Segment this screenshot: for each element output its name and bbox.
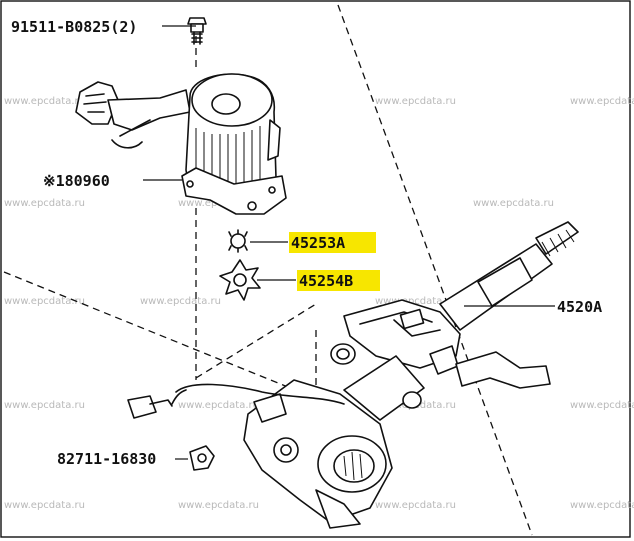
watermark: www.epcdata.ru (178, 500, 259, 511)
clamp-part (189, 445, 215, 471)
watermark: www.epcdata.ru (570, 500, 634, 511)
watermark: www.epcdata.ru (375, 296, 456, 307)
leader-lines (143, 25, 555, 460)
small-gear-part (228, 229, 248, 253)
motor-assembly-part (75, 73, 287, 215)
bolt-part (187, 17, 207, 45)
watermark: www.epcdata.ru (4, 400, 85, 411)
watermark: www.epcdata.ru (140, 296, 221, 307)
part-label-bolt[interactable]: 91511-B0825(2) (11, 18, 137, 36)
watermark: www.epcdata.ru (4, 296, 85, 307)
watermark: www.epcdata.ru (570, 96, 634, 107)
watermark: www.epcdata.ru (4, 198, 85, 209)
steering-column-part (127, 221, 579, 529)
watermark: www.epcdata.ru (375, 500, 456, 511)
watermark: www.epcdata.ru (4, 500, 85, 511)
dashed-guides (3, 4, 533, 536)
part-label-star-gear[interactable]: 45254B (299, 272, 353, 290)
watermark: www.epcdata.ru (4, 96, 85, 107)
part-label-clamp[interactable]: 82711-16830 (57, 450, 156, 468)
star-gear-part (219, 259, 261, 301)
part-label-motor[interactable]: ※180960 (43, 172, 110, 190)
watermark: www.epcdata.ru (178, 400, 259, 411)
watermark: www.epcdata.ru (570, 400, 634, 411)
highlight-45254B (297, 270, 380, 291)
watermark: www.epcdata.ru (473, 198, 554, 209)
part-label-small-gear[interactable]: 45253A (291, 234, 345, 252)
watermark: www.epcdata.ru (375, 96, 456, 107)
highlight-45253A (289, 232, 376, 253)
part-label-column[interactable]: 4520A (557, 298, 602, 316)
